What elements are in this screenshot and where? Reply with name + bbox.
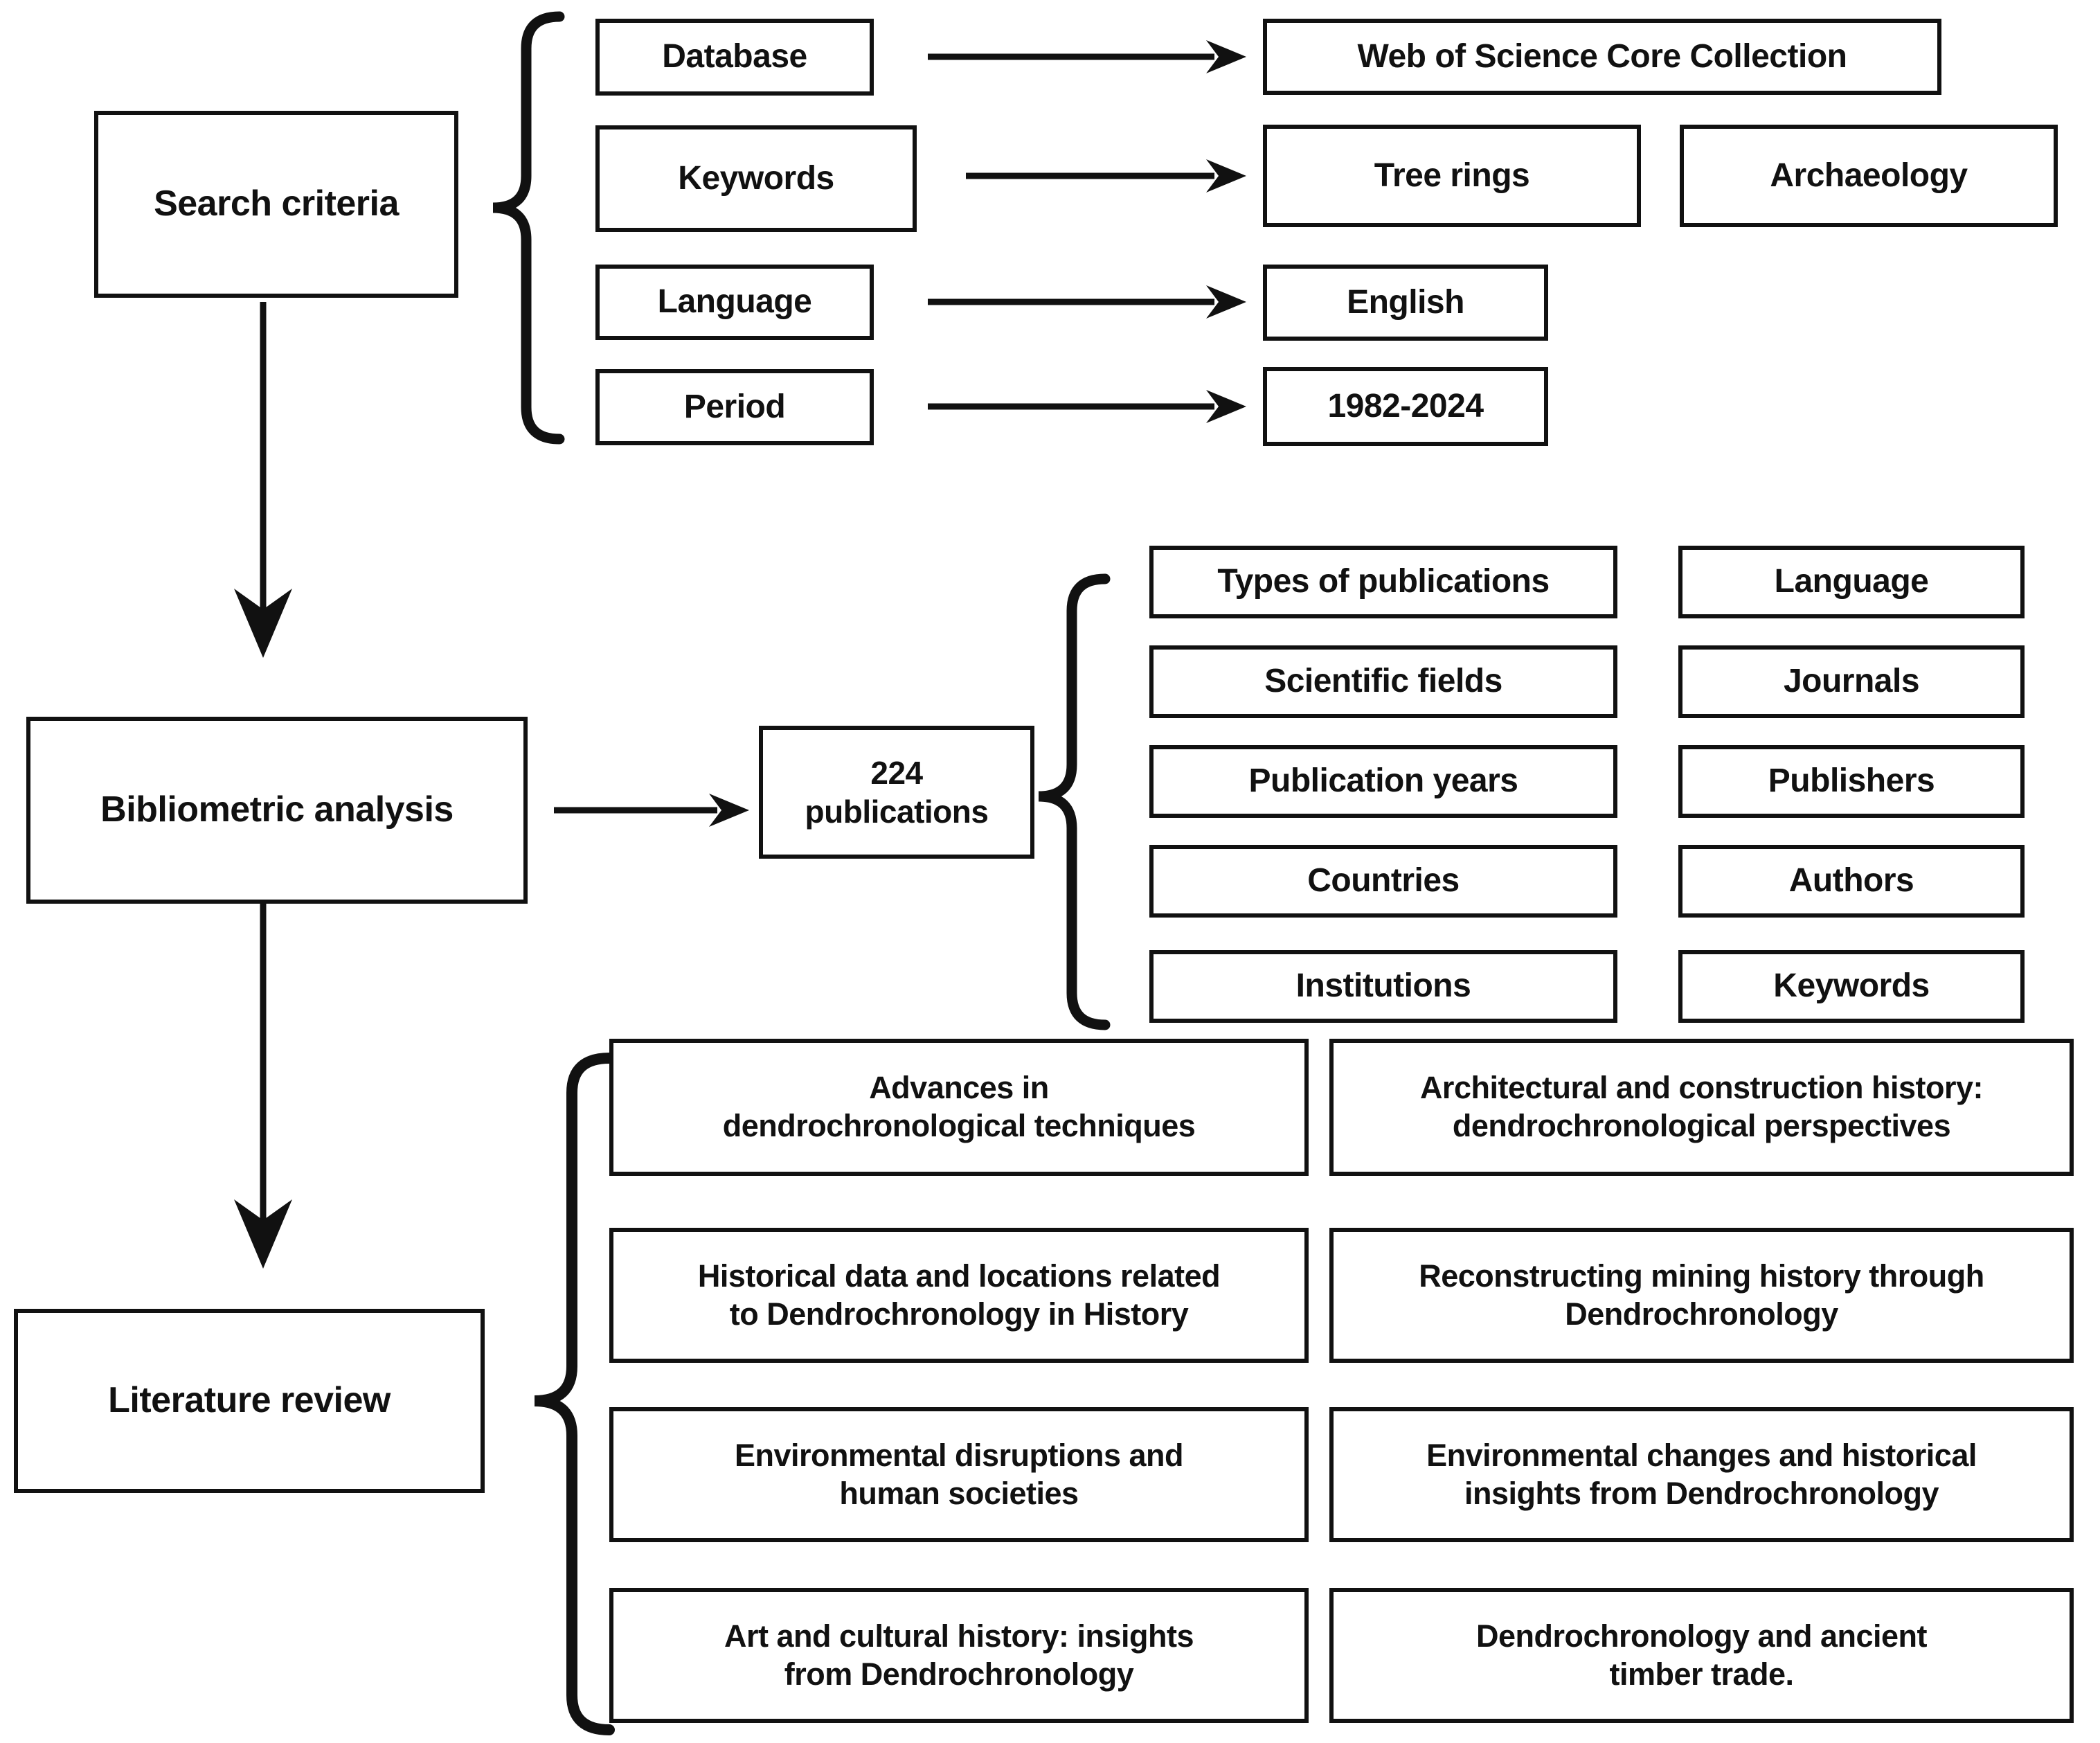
box-database-label: Database: [595, 19, 874, 96]
arrow-keywords: [966, 159, 1246, 193]
arrow-period: [928, 390, 1246, 423]
box-period-value: 1982-2024: [1263, 367, 1548, 446]
box-literature-review: Literature review: [14, 1309, 485, 1493]
box-aspect-journals: Journals: [1678, 645, 2025, 718]
brace-publications: [1038, 573, 1111, 1030]
box-theme-environmental-disruptions: Environmental disruptions and human soci…: [609, 1407, 1309, 1542]
arrow-bibliometric-to-literature: [234, 904, 292, 1269]
box-keyword-tree-rings: Tree rings: [1263, 125, 1641, 227]
box-theme-art-cultural-history: Art and cultural history: insights from …: [609, 1588, 1309, 1723]
box-theme-mining-history: Reconstructing mining history through De…: [1329, 1228, 2074, 1363]
box-theme-historical-data-locations: Historical data and locations related to…: [609, 1228, 1309, 1363]
box-theme-advances-techniques: Advances in dendrochronological techniqu…: [609, 1039, 1309, 1176]
box-aspect-keywords: Keywords: [1678, 950, 2025, 1023]
box-database-value: Web of Science Core Collection: [1263, 19, 1941, 95]
box-aspect-language: Language: [1678, 546, 2025, 618]
box-aspect-publishers: Publishers: [1678, 745, 2025, 818]
box-theme-ancient-timber-trade: Dendrochronology and ancient timber trad…: [1329, 1588, 2074, 1723]
brace-literature-review: [534, 1053, 615, 1735]
box-aspect-scientific-fields: Scientific fields: [1149, 645, 1617, 718]
box-theme-architectural-construction: Architectural and construction history: …: [1329, 1039, 2074, 1176]
box-aspect-countries: Countries: [1149, 845, 1617, 918]
box-keyword-archaeology: Archaeology: [1680, 125, 2058, 227]
box-keywords-label: Keywords: [595, 125, 917, 232]
box-theme-environmental-changes: Environmental changes and historical ins…: [1329, 1407, 2074, 1542]
arrow-bibliometric-to-publications: [554, 794, 749, 827]
box-aspect-authors: Authors: [1678, 845, 2025, 918]
box-aspect-publication-years: Publication years: [1149, 745, 1617, 818]
arrow-database: [928, 40, 1246, 73]
box-period-label: Period: [595, 369, 874, 445]
brace-search-criteria: [492, 11, 565, 445]
box-language-label: Language: [595, 265, 874, 340]
box-language-value: English: [1263, 265, 1548, 341]
box-search-criteria: Search criteria: [94, 111, 458, 298]
box-bibliometric-analysis: Bibliometric analysis: [26, 717, 528, 904]
arrow-search-to-bibliometric: [234, 302, 292, 658]
box-aspect-types-of-publications: Types of publications: [1149, 546, 1617, 618]
arrow-language: [928, 285, 1246, 319]
box-publications-count: 224 publications: [759, 726, 1034, 859]
box-aspect-institutions: Institutions: [1149, 950, 1617, 1023]
